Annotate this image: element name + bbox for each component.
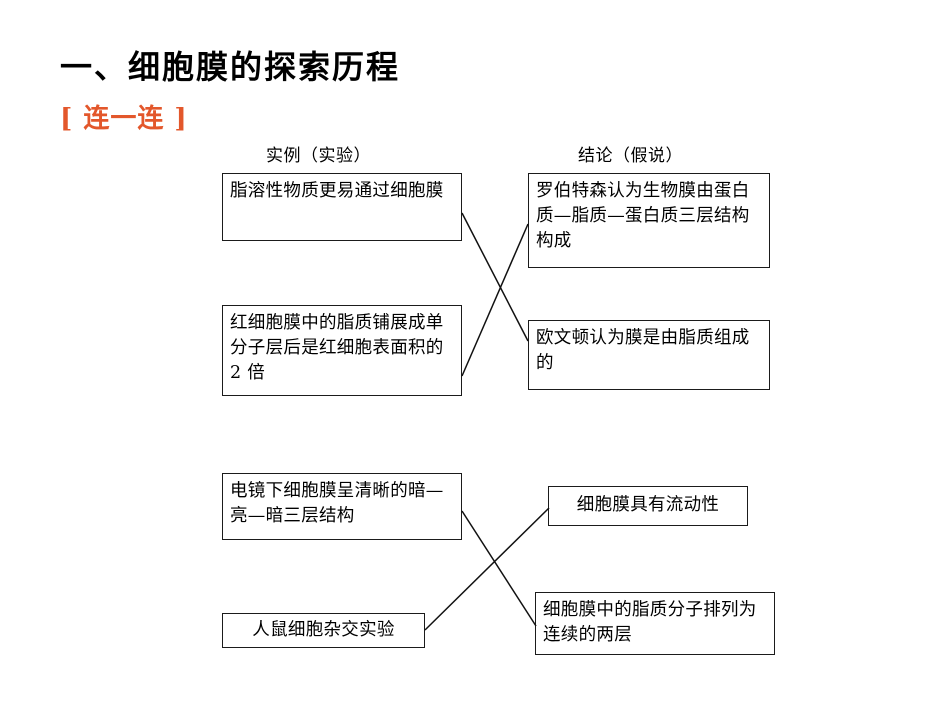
right-item-box-4[interactable]: 细胞膜中的脂质分子排列为连续的两层 bbox=[535, 592, 775, 655]
right-item-box-3[interactable]: 细胞膜具有流动性 bbox=[548, 486, 748, 526]
right-item-box-2[interactable]: 欧文顿认为膜是由脂质组成的 bbox=[528, 320, 770, 390]
connector-line-L1-R2 bbox=[461, 212, 529, 342]
connector-line-L3-R4 bbox=[461, 510, 537, 627]
right-item-box-1[interactable]: 罗伯特森认为生物膜由蛋白质—脂质—蛋白质三层结构构成 bbox=[528, 173, 770, 268]
left-item-box-4[interactable]: 人鼠细胞杂交实验 bbox=[222, 613, 425, 648]
left-item-box-2[interactable]: 红细胞膜中的脂质铺展成单分子层后是红细胞表面积的 2 倍 bbox=[222, 305, 462, 396]
column-header-left: 实例（实验） bbox=[266, 146, 371, 166]
page-title: 一、细胞膜的探索历程 bbox=[60, 48, 401, 86]
column-header-right: 结论（假说） bbox=[578, 146, 683, 166]
page-subtitle: [ 连一连 ] bbox=[60, 104, 188, 134]
left-item-box-3[interactable]: 电镜下细胞膜呈清晰的暗—亮—暗三层结构 bbox=[222, 473, 462, 540]
left-item-box-1[interactable]: 脂溶性物质更易通过细胞膜 bbox=[222, 173, 462, 241]
connector-line-L2-R1 bbox=[461, 223, 529, 377]
